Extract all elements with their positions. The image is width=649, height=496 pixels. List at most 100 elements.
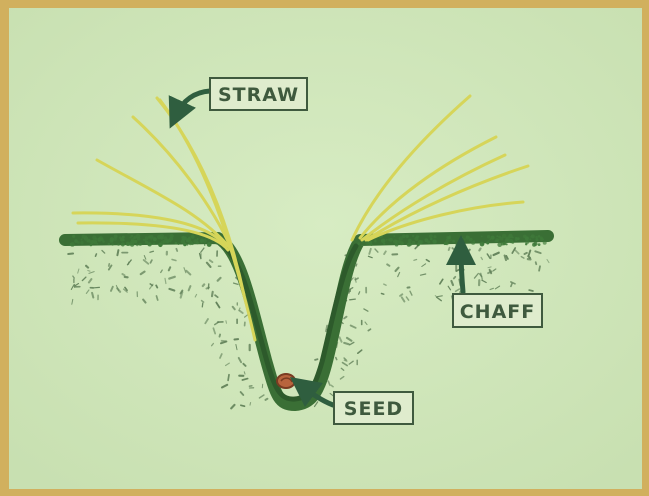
- soil-speck: [528, 256, 530, 258]
- chaff-speck: [498, 236, 501, 239]
- chaff-speck: [143, 239, 145, 241]
- chaff-speck: [467, 236, 470, 239]
- chaff-speck: [191, 235, 195, 239]
- chaff-speck: [535, 236, 538, 239]
- soil-speck: [226, 321, 227, 323]
- chaff-speck: [119, 236, 122, 239]
- chaff-label-text: CHAFF: [460, 301, 536, 323]
- soil-speck: [122, 274, 124, 275]
- chaff-speck: [534, 242, 538, 246]
- straw-label-text: STRAW: [218, 84, 299, 106]
- chaff-speck: [131, 235, 134, 238]
- chaff-speck: [408, 239, 412, 243]
- soil-speck: [511, 284, 512, 287]
- soil-speck: [479, 249, 480, 251]
- chaff-speck: [427, 240, 430, 243]
- soil-speck: [241, 405, 245, 406]
- soil-speck: [157, 296, 158, 300]
- chaff-speck: [158, 243, 163, 248]
- chaff-speck: [525, 236, 529, 240]
- chaff-speck: [487, 235, 490, 238]
- chaff-speck: [178, 243, 180, 245]
- chaff-speck: [90, 244, 93, 247]
- chaff-speck: [446, 238, 450, 242]
- soil-speck: [228, 375, 229, 381]
- chaff-speck: [408, 242, 412, 246]
- chaff-speck: [207, 242, 212, 247]
- soil-speck: [202, 303, 203, 307]
- soil-speck: [536, 262, 537, 264]
- chaff-speck: [543, 241, 547, 245]
- chaff-speck: [491, 236, 495, 240]
- chaff-speck: [430, 238, 433, 241]
- chaff-speck: [482, 243, 484, 245]
- soil-speck: [344, 360, 346, 361]
- soil-speck: [449, 248, 450, 250]
- chaff-speck: [150, 239, 152, 241]
- soil-speck: [117, 250, 118, 255]
- chaff-speck: [393, 235, 395, 237]
- chaff-speck: [148, 235, 151, 238]
- soil-speck: [244, 372, 245, 374]
- diagram-panel: STRAW CHAFF SEED: [9, 8, 642, 489]
- chaff-speck: [434, 241, 436, 243]
- soil-speck: [400, 294, 402, 296]
- soil-speck: [176, 249, 177, 251]
- chaff-speck: [88, 241, 90, 243]
- soil-speck: [212, 292, 213, 296]
- chaff-speck: [357, 242, 360, 245]
- chaff-speck: [515, 237, 517, 239]
- chaff-speck: [469, 238, 473, 242]
- chaff-speck: [386, 239, 388, 241]
- soil-speck: [92, 293, 93, 298]
- chaff-speck: [429, 234, 433, 238]
- soil-speck: [169, 267, 170, 270]
- chaff-speck: [136, 243, 139, 246]
- chaff-speck: [389, 238, 393, 242]
- chaff-speck: [70, 242, 75, 247]
- soil-speck: [88, 271, 90, 272]
- soil-speck: [315, 359, 317, 360]
- chaff-speck: [153, 243, 155, 245]
- soil-speck: [109, 264, 110, 266]
- chaff-speck: [80, 241, 83, 244]
- soil-speck: [539, 266, 540, 270]
- chaff-speck: [204, 244, 206, 246]
- chaff-speck: [525, 243, 527, 245]
- chaff-speck: [433, 235, 436, 238]
- chaff-speck: [505, 238, 510, 243]
- soil-speck: [454, 277, 456, 279]
- chaff-speck: [182, 237, 185, 240]
- chaff-speck: [117, 243, 120, 246]
- chaff-speck: [197, 238, 199, 240]
- chaff-speck: [393, 240, 395, 242]
- chaff-speck: [506, 243, 508, 245]
- chaff-speck: [503, 242, 505, 244]
- furrow-diagram: STRAW CHAFF SEED: [9, 8, 642, 489]
- chaff-speck: [110, 239, 114, 243]
- chaff-speck: [128, 243, 131, 246]
- chaff-speck: [374, 240, 377, 243]
- chaff-speck: [139, 243, 142, 246]
- chaff-speck: [203, 239, 207, 243]
- chaff-speck: [86, 241, 88, 243]
- soil-speck: [344, 343, 349, 344]
- soil-speck: [172, 260, 176, 261]
- chaff-speck: [93, 240, 97, 244]
- chaff-speck: [488, 240, 490, 242]
- soil-speck: [266, 399, 268, 400]
- soil-speck: [505, 256, 506, 261]
- soil-speck: [203, 284, 204, 286]
- soil-speck: [529, 290, 533, 291]
- chaff-speck: [399, 241, 403, 245]
- chaff-speck: [99, 236, 103, 240]
- chaff-speck: [456, 243, 459, 246]
- chaff-speck: [486, 242, 489, 245]
- soil-speck: [382, 294, 384, 295]
- chaff-speck: [114, 235, 118, 239]
- chaff-speck: [145, 241, 148, 244]
- soil-speck: [350, 299, 356, 300]
- chaff-speck: [200, 241, 202, 243]
- chaff-speck: [508, 234, 513, 239]
